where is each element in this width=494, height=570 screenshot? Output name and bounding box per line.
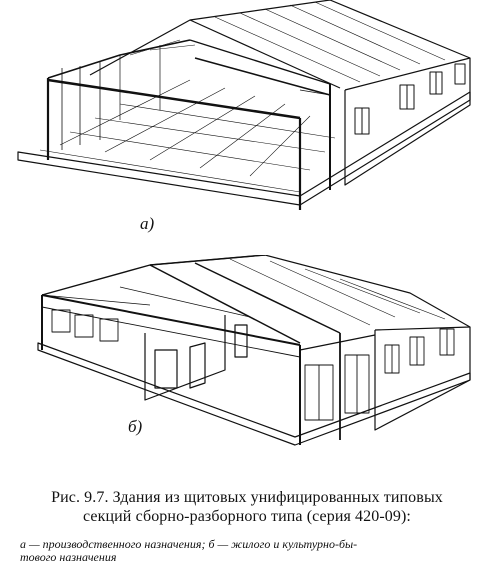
building-b-drawing xyxy=(37,255,471,446)
caption-legend: а — производственного назначения; б — жи… xyxy=(20,538,490,564)
caption-line-2: секций сборно-разборного типа (серия 420… xyxy=(83,508,411,525)
figure-a-label: а) xyxy=(140,214,155,233)
legend-line-2: тового назначения xyxy=(20,550,117,564)
figure-b xyxy=(0,255,494,480)
figure-a xyxy=(0,0,494,215)
figure-b-label: б) xyxy=(128,417,143,436)
figure-caption: Рис. 9.7. Здания из щитовых унифицирован… xyxy=(0,488,494,526)
building-a-drawing xyxy=(17,0,471,210)
legend-line-1: а — производственного назначения; б — жи… xyxy=(20,537,358,551)
caption-line-1: Рис. 9.7. Здания из щитовых унифицирован… xyxy=(51,489,443,506)
